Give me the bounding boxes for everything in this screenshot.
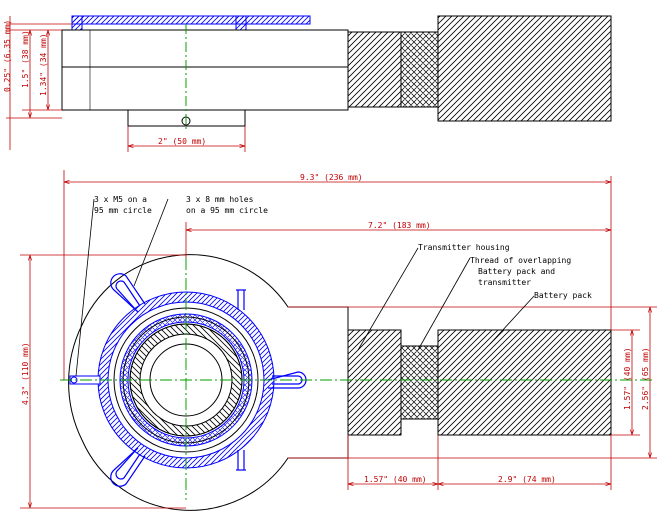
battery-pack-plan bbox=[437, 329, 612, 436]
dim-base-width: 2" (50 mm) bbox=[158, 137, 207, 146]
leader-lines bbox=[75, 198, 535, 377]
thread-plan bbox=[400, 345, 439, 420]
dim-height-outer: 1.5" (38 mm) bbox=[21, 30, 30, 88]
note-holes-line1: 3 x 8 mm holes bbox=[186, 195, 254, 204]
centerlines bbox=[60, 258, 655, 500]
note-thread-line1: Thread of overlapping bbox=[470, 256, 572, 265]
note-m5-line1: 3 x M5 on a bbox=[94, 195, 147, 204]
note-m5-line2: 95 mm circle bbox=[94, 206, 152, 215]
plan-view bbox=[60, 254, 655, 511]
thread-side bbox=[400, 31, 439, 108]
transmitter-housing-side bbox=[347, 31, 402, 108]
dim-battery-height: 2.56" (65 mm) bbox=[641, 347, 650, 410]
dim-height-inner: 1.34" (34 mm) bbox=[39, 33, 48, 96]
dim-top-thickness: 0.25" (6.35 mm) bbox=[3, 19, 12, 92]
dim-battery-length: 2.9" (74 mm) bbox=[498, 475, 556, 484]
note-battery-pack: Battery pack bbox=[534, 291, 592, 300]
note-thread-line2: Battery pack and bbox=[478, 267, 556, 276]
side-view bbox=[6, 15, 612, 152]
note-transmitter-housing: Transmitter housing bbox=[418, 243, 510, 252]
plan-dimensions bbox=[20, 170, 657, 509]
dim-to-battery-end: 7.2" (183 mm) bbox=[368, 221, 431, 230]
clamp-top-plate bbox=[71, 15, 311, 31]
note-holes-line2: on a 95 mm circle bbox=[186, 206, 268, 215]
transmitter-housing-plan bbox=[347, 329, 402, 436]
battery-pack-side bbox=[437, 15, 612, 122]
dim-housing-height: 1.57" (40 mm) bbox=[623, 347, 632, 410]
main-body-side bbox=[61, 29, 349, 111]
dim-overall-length: 9.3" (236 mm) bbox=[300, 173, 363, 182]
note-thread-line3: transmitter bbox=[478, 278, 531, 287]
side-height-dimensions bbox=[6, 16, 246, 152]
dim-overall-height: 4.3" (110 mm) bbox=[21, 342, 30, 405]
dim-housing-length: 1.57" (40 mm) bbox=[364, 475, 427, 484]
